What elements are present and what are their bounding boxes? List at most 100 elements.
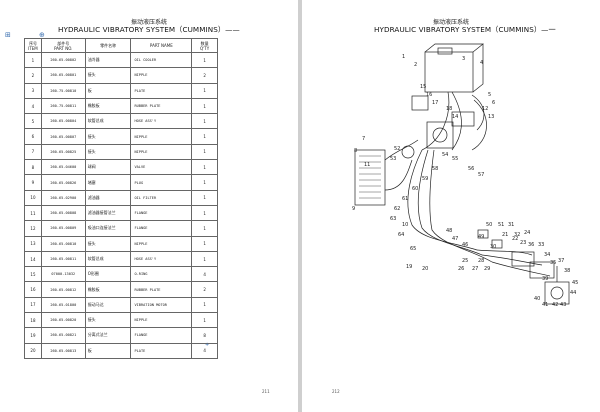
move-handle-icon[interactable]: ⊞: [5, 31, 11, 39]
part-name-cn: 吸油口连接法兰: [84, 220, 132, 237]
quantity: 1: [191, 128, 218, 145]
callout-number: 52: [394, 146, 400, 152]
callout-number: 39: [542, 276, 548, 282]
callout-number: 42: [552, 302, 558, 308]
part-name-cn: 橡胶板: [84, 97, 132, 115]
part-name-en: NIPPLE: [130, 235, 193, 252]
oil-cooler: [354, 149, 386, 206]
quantity: 1: [191, 113, 218, 130]
item-number: 17: [24, 296, 42, 314]
part-name-en: RUBBER PLATE: [130, 97, 193, 115]
callout-number: 10: [402, 222, 408, 228]
callout-number: 46: [462, 242, 468, 248]
part-number: 260-65-00826: [40, 174, 86, 191]
callout-number: 51: [498, 222, 504, 228]
part-name-cn: 橡胶板: [84, 281, 132, 298]
callout-number: 63: [390, 216, 396, 222]
part-name-cn: 振动马达: [84, 296, 132, 314]
vibration-motor: [544, 281, 570, 305]
callout-number: 54: [442, 152, 448, 158]
quantity: 1: [191, 235, 218, 252]
callout-number: 37: [558, 258, 564, 264]
part-name-en: NIPPLE: [130, 67, 193, 84]
part-number: 260-65-00812: [40, 281, 86, 298]
part-name-cn: 滤油器: [84, 189, 132, 206]
part-number: 260-65-00804: [40, 113, 86, 130]
callout-number: 18: [446, 106, 452, 112]
part-name-en: FLANGE: [130, 220, 193, 237]
table-move-icon[interactable]: ⊕: [39, 31, 45, 39]
table-resize-icon[interactable]: +: [205, 342, 210, 348]
item-number: 10: [24, 189, 42, 206]
item-number: 7: [24, 143, 42, 161]
quantity: 1: [191, 189, 218, 206]
callout-number: 36: [528, 242, 534, 248]
part-number: 260-65-00820: [40, 312, 86, 329]
callout-number: 12: [482, 106, 488, 112]
callout-number: 30: [490, 244, 496, 250]
callout-number: 64: [398, 232, 404, 238]
callout-number: 38: [564, 268, 570, 274]
callout-number: 20: [422, 266, 428, 272]
page-number: 212: [332, 389, 340, 394]
part-number: 260-65-00809: [40, 220, 86, 237]
part-name-en: VALVE: [130, 159, 193, 176]
callout-number: 32: [514, 232, 520, 238]
part-name-en: VIBRATION MOTOR: [130, 296, 193, 314]
part-name-en: FLANGE: [130, 204, 193, 222]
part-name-cn: 接头: [84, 143, 132, 161]
part-number: 260-65-01800: [40, 296, 86, 314]
callout-number: 35: [550, 260, 556, 266]
callout-number: 26: [458, 266, 464, 272]
callout-number: 19: [406, 264, 412, 270]
item-number: 13: [24, 235, 42, 252]
item-number: 5: [24, 113, 42, 130]
callout-number: 15: [420, 84, 426, 90]
quantity: 1: [191, 174, 218, 191]
header-part-name-en: PART NAME: [130, 38, 193, 53]
item-number: 9: [24, 174, 42, 191]
part-number: 260-65-00801: [40, 67, 86, 84]
callout-number: 45: [572, 280, 578, 286]
quantity: 1: [191, 312, 218, 329]
item-number: 4: [24, 97, 42, 115]
callout-number: 9: [352, 206, 355, 212]
callout-number: 29: [484, 266, 490, 272]
oil-tank: [424, 51, 474, 93]
callout-number: 22: [512, 236, 518, 242]
part-number: 260-65-02900: [40, 189, 86, 206]
quantity: 4: [191, 342, 218, 359]
page-number: 211: [262, 389, 270, 394]
callout-number: 21: [502, 232, 508, 238]
part-number: 260-65-00807: [40, 128, 86, 145]
callout-number: 58: [432, 166, 438, 172]
part-name-en: FLANGE: [130, 327, 193, 344]
callout-number: 53: [390, 156, 396, 162]
part-name-en: OIL COOLER: [130, 51, 193, 69]
part-name-en: RUBBER PLATE: [130, 281, 193, 298]
part-name-en: HOSE ASS'Y: [130, 250, 193, 268]
callout-number: 65: [410, 246, 416, 252]
part-name-cn: 接头: [84, 312, 132, 329]
callout-number: 62: [394, 206, 400, 212]
valve-block: [426, 121, 454, 149]
part-name-cn: 板: [84, 342, 132, 359]
item-number: 14: [24, 250, 42, 268]
callout-number: 43: [560, 302, 566, 308]
quantity: 1: [191, 204, 218, 222]
callout-number: 1: [402, 54, 405, 60]
left-page: ⊞ ⊕ 振动液压系统 HYDRAULIC VIBRATORY SYSTEM（CU…: [0, 0, 298, 412]
quantity: 1: [191, 51, 218, 69]
item-number: 16: [24, 281, 42, 298]
part-number: 260-65-00821: [40, 327, 86, 344]
